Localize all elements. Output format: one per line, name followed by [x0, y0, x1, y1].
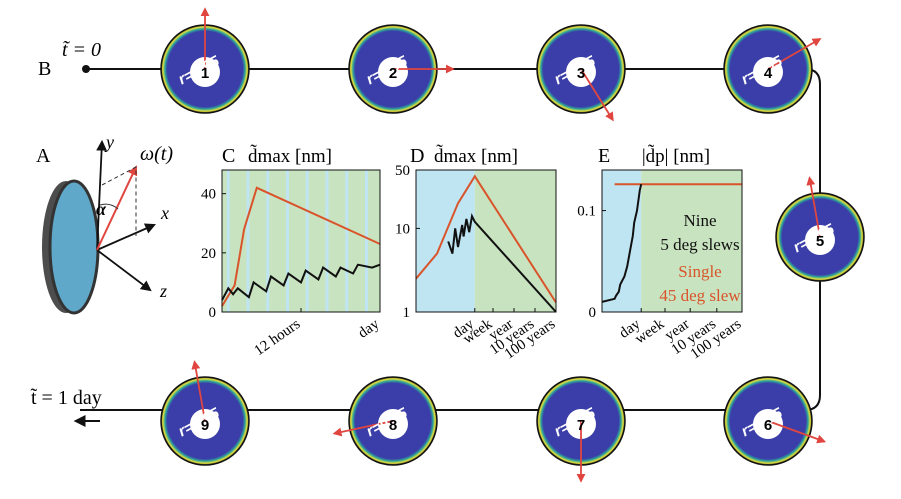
axis-label-x: x [160, 203, 169, 223]
disk-center [805, 225, 835, 255]
disk-sequence: r=0.951 r=0.952 r=0.953 r=0.954 r=0.955 r=0.9… [160, 7, 865, 483]
chart-title: d̃max [nm] [434, 143, 518, 167]
rotation-arrow [191, 360, 206, 422]
panel-label: E [598, 145, 610, 167]
annotation-text: 5 deg slews [660, 235, 739, 254]
disk-number: 5 [816, 233, 824, 250]
annotation-text: Single [678, 262, 721, 281]
time-end-label: t̃ = 1 day [31, 387, 102, 409]
panel-label-b: B [38, 58, 51, 80]
y-tick-label: 50 [395, 163, 410, 179]
y-tick-label: 0 [589, 305, 597, 321]
omega-projection [101, 166, 137, 236]
z-axis-line [96, 249, 152, 292]
annotation-text: 45 deg slew [659, 286, 741, 305]
rotation-arrow [767, 38, 822, 70]
disk-number: 1 [201, 65, 209, 82]
series-line [221, 263, 381, 301]
x-axis-line [96, 223, 156, 251]
disk-number: 7 [577, 417, 585, 434]
rotation-arrow [332, 420, 394, 437]
disk-number: 9 [201, 417, 209, 434]
rotation-arrow [767, 420, 827, 444]
disk-number: 6 [764, 417, 772, 434]
disk: r=0.959 [160, 360, 250, 466]
plot-frame [415, 169, 557, 313]
disk: r=0.952 [348, 24, 455, 114]
disk-center [190, 57, 220, 87]
plot-frame [601, 169, 743, 313]
y-tick-label: 40 [201, 187, 216, 203]
panel-label: D [410, 145, 424, 167]
background-stripe [364, 170, 368, 312]
axis-label-y: y [104, 132, 114, 152]
disk-center [753, 409, 783, 439]
background-stripe [325, 170, 329, 312]
disk: r=0.958 [332, 376, 438, 466]
disk-number: 2 [389, 65, 397, 82]
disk: r=0.955 [775, 176, 865, 282]
background-band [602, 170, 642, 312]
background-stripe [345, 170, 349, 312]
time-start-label: t̃ = 0 [62, 39, 101, 61]
disk-center [378, 409, 408, 439]
panel-label: C [222, 145, 235, 167]
timeline-start-dot [82, 65, 90, 73]
disk: r=0.957 [536, 376, 626, 483]
mirror-face [48, 179, 100, 315]
y-tick-label: 1 [403, 305, 411, 321]
annotation-text: Nine [683, 211, 716, 230]
background-stripe [266, 170, 270, 312]
background-stripe [246, 170, 250, 312]
x-tick-label: 12 hours [251, 316, 303, 359]
background-band [222, 170, 380, 312]
disk-number: 4 [764, 65, 773, 82]
x-tick-label: day [355, 316, 382, 342]
panel-a-diagram: A y x z α ω(t) [36, 132, 173, 315]
disk-number: 8 [389, 417, 397, 434]
rotation-arrow [580, 68, 614, 122]
background-band [641, 170, 742, 312]
y-tick-label: 10 [395, 221, 410, 237]
background-stripe [285, 170, 289, 312]
axis-label-z: z [159, 281, 167, 301]
disk-center [378, 57, 408, 87]
alpha-arc [99, 203, 119, 210]
disk-center [190, 409, 220, 439]
background-stripe [226, 170, 230, 312]
disk: r=0.953 [536, 24, 626, 122]
angle-label-alpha: α [96, 199, 107, 219]
y-tick-label: 0 [209, 305, 217, 321]
series-line [447, 213, 557, 313]
background-stripe [305, 170, 309, 312]
chart-title: d̃max [nm] [248, 143, 332, 167]
disk: r=0.954 [723, 24, 822, 114]
rotation-arrow [806, 176, 821, 238]
disk: r=0.956 [723, 376, 827, 466]
series-line [601, 183, 643, 303]
omega-label: ω(t) [140, 143, 173, 165]
omega-vector [96, 165, 138, 251]
disk: r=0.951 [160, 7, 250, 114]
y-axis-line [96, 139, 107, 251]
series-line [415, 174, 557, 304]
y-tick-label: 0.1 [577, 204, 596, 220]
y-tick-label: 20 [201, 246, 216, 262]
panel-label-a: A [36, 145, 51, 167]
chart-title: |d̃p| [nm] [642, 143, 710, 167]
disk-number: 3 [577, 65, 585, 82]
